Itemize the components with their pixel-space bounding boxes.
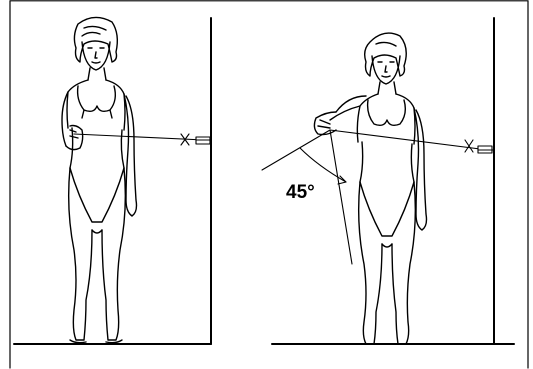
left-reference-line (74, 134, 210, 145)
angle-label-45-degrees: 45° (286, 183, 315, 202)
left-figure (62, 17, 137, 342)
right-figure (314, 33, 426, 344)
outer-frame (10, 1, 528, 368)
right-wall (272, 18, 514, 344)
left-wall (14, 18, 211, 344)
